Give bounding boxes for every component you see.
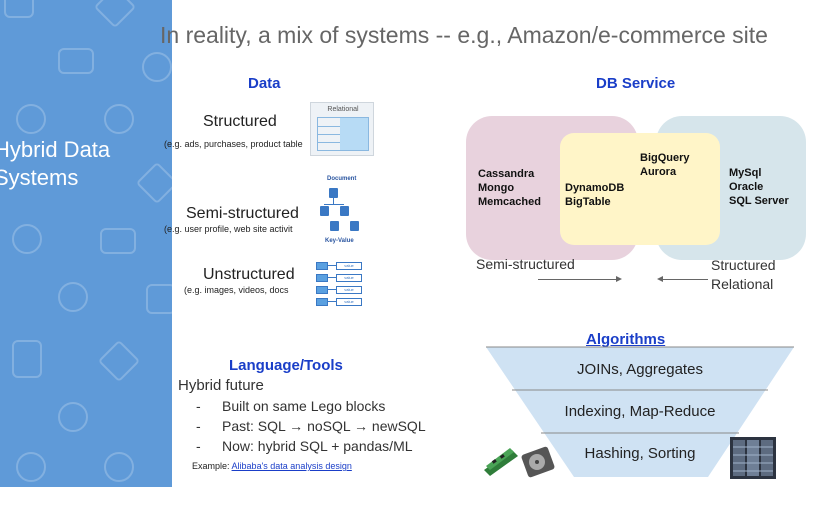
axis-structured: Structured Relational [711,256,776,294]
bullet-item: Built on same Lego blocks [222,398,386,414]
relational-column [354,118,368,150]
mail-icon [58,48,94,74]
db-middle-bottom: DynamoDB BigTable [565,182,625,208]
arrow-left [662,279,708,280]
data-header: Data [248,75,281,92]
kv-value: value [336,262,362,270]
kv-key [316,298,328,306]
tag-icon [97,339,141,383]
tree-node [350,221,359,231]
tree-line [324,204,344,205]
arrow-right-head [616,276,622,282]
semi-structured-label: Semi-structured [186,205,299,222]
check-icon [58,282,88,312]
example-line: Example: Alibaba's data analysis design [192,461,352,471]
bullet-marker: - [196,418,201,434]
kv-key [316,274,328,282]
algorithms-funnel [486,346,794,477]
db-service-header: DB Service [596,75,676,92]
clock-icon [16,104,46,134]
kv-link [328,277,336,278]
kv-value: value [336,286,362,294]
server-rack-icon [730,437,776,479]
pie-chart-icon [12,224,42,254]
bullet-item: Past: SQL → noSQL → newSQL [222,418,426,434]
funnel-shape [486,347,794,477]
language-tools-intro: Hybrid future [178,377,264,394]
sidebar-title-line1: Hybrid Data [0,137,111,162]
sidebar-title-line2: Systems [0,165,79,190]
tree-line [333,198,334,204]
chart-icon [146,284,172,314]
kv-row: value [316,262,362,270]
kv-value: value [336,298,362,306]
unstructured-label: Unstructured [203,266,295,283]
tree-node [340,206,349,216]
kv-value: value [336,274,362,282]
tag-icon [135,161,172,205]
example-link[interactable]: Alibaba's data analysis design [231,461,352,471]
axis-structured-line2: Relational [711,276,774,292]
check-icon [104,104,134,134]
kv-link [328,301,336,302]
tree-node [330,221,339,231]
unstructured-example: (e.g. images, videos, docs [184,285,289,295]
algorithm-level-1: JOINs, Aggregates [577,361,703,378]
kv-link [328,289,336,290]
bullet-item: Now: hybrid SQL + pandas/ML [222,438,413,454]
chat-icon [58,402,88,432]
arrow-right [538,279,618,280]
semi-structured-example: (e.g. user profile, web site activit [164,224,293,234]
hard-drive-icon [521,446,555,478]
db-left-group: Cassandra Mongo Memcached [478,168,541,208]
slide-title: In reality, a mix of systems -- e.g., Am… [160,22,768,48]
relational-table-image: Relational [310,102,374,156]
algorithm-level-3: Hashing, Sorting [584,445,696,462]
relational-caption: Relational [327,106,359,113]
kv-link [328,265,336,266]
kv-row: value [316,298,362,306]
bullet-marker: - [196,398,201,414]
algorithms-header: Algorithms [586,331,666,348]
relational-column [340,118,354,150]
keyvalue-caption: Key-Value [325,238,354,244]
kv-key [316,262,328,270]
tree-node [329,188,338,198]
relational-grid [317,117,369,151]
structured-example: (e.g. ads, purchases, product table [164,139,303,149]
bullet-marker: - [196,438,201,454]
memory-chip-icon [484,448,518,476]
sidebar-title: Hybrid Data Systems [0,136,110,192]
mail-icon [100,228,136,254]
arrow-left-head [657,276,663,282]
document-icon [4,0,34,18]
db-right-group: MySql Oracle SQL Server [729,167,789,207]
check-icon [104,452,134,482]
language-tools-header: Language/Tools [229,357,343,374]
kv-key [316,286,328,294]
document-icon [12,340,42,378]
algorithm-level-2: Indexing, Map-Reduce [564,403,716,420]
tree-node [320,206,329,216]
chat-icon [142,52,172,82]
document-caption: Document [327,176,357,182]
sidebar-panel: Hybrid Data Systems [0,0,172,487]
axis-semi-structured: Semi-structured [476,256,575,272]
structured-label: Structured [203,113,277,130]
db-middle-top: BigQuery Aurora [640,152,690,178]
kv-row: value [316,274,362,282]
clock-icon [16,452,46,482]
venn-hybrid [560,133,720,245]
example-prefix: Example: [192,461,230,471]
check-icon [93,0,137,29]
axis-structured-line1: Structured [711,257,776,273]
kv-row: value [316,286,362,294]
